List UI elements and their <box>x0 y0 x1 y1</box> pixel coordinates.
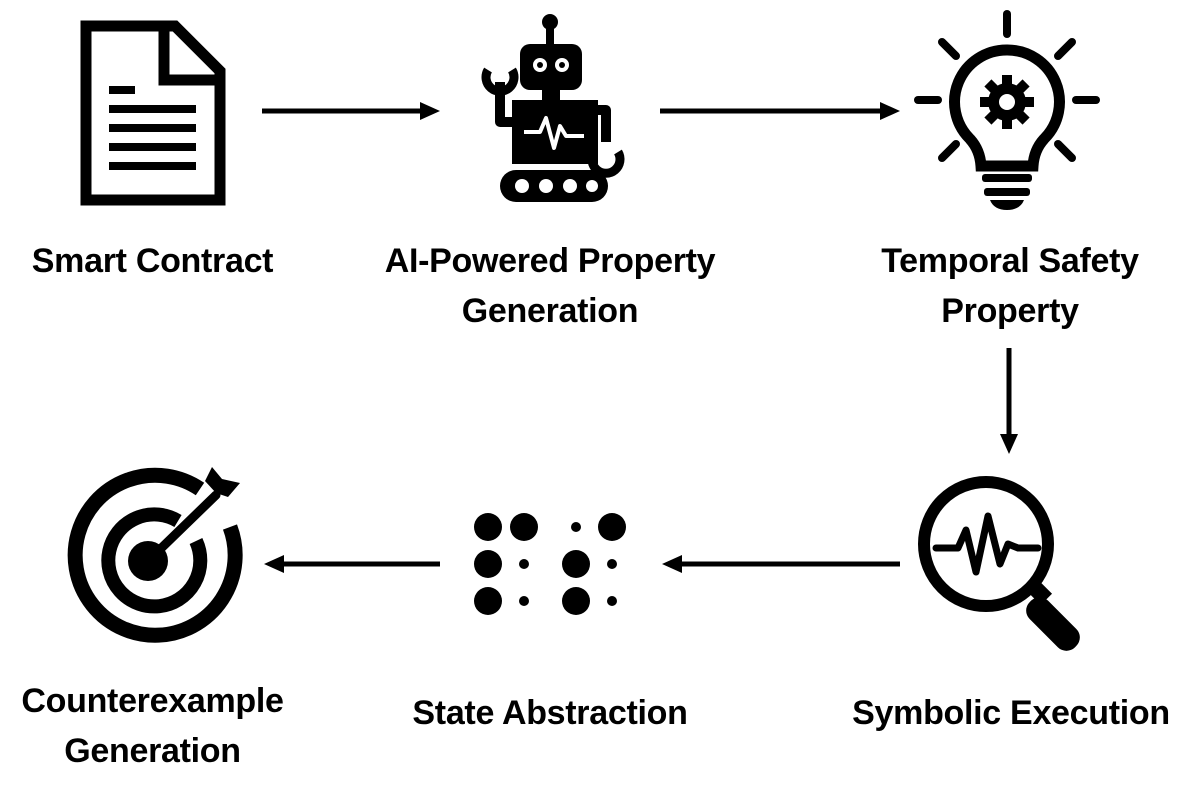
lightbulb-gear-icon <box>914 10 1100 210</box>
node-label: Smart Contract <box>0 236 305 286</box>
arrow-state-to-counterexample <box>264 555 440 573</box>
label-line-1: Counterexample <box>21 682 284 720</box>
label-line-1: Smart Contract <box>31 242 274 280</box>
arrow-contract-to-ai <box>262 102 440 120</box>
node-label: State Abstraction <box>380 688 720 738</box>
target-arrow-icon <box>67 467 243 643</box>
document-icon <box>80 20 226 206</box>
arrow-temporal-to-symbolic <box>1000 348 1018 454</box>
magnifier-pulse-icon <box>918 476 1080 651</box>
label-line-2: Generation <box>461 292 639 330</box>
dot-grid-icon <box>474 513 626 615</box>
label-line-1: State Abstraction <box>412 694 688 732</box>
label-line-1: Temporal Safety <box>881 242 1139 280</box>
robot-icon <box>481 14 625 202</box>
label-line-1: Symbolic Execution <box>852 694 1170 732</box>
node-label: Counterexample Generation <box>0 676 305 776</box>
label-line-1: AI-Powered Property <box>384 242 716 280</box>
node-label: Temporal Safety Property <box>840 236 1180 336</box>
node-label: Symbolic Execution <box>826 688 1196 738</box>
node-label: AI-Powered Property Generation <box>345 236 755 336</box>
label-line-2: Generation <box>64 732 241 770</box>
arrow-ai-to-temporal <box>660 102 900 120</box>
label-line-2: Property <box>941 292 1079 330</box>
arrow-symbolic-to-state <box>662 555 900 573</box>
